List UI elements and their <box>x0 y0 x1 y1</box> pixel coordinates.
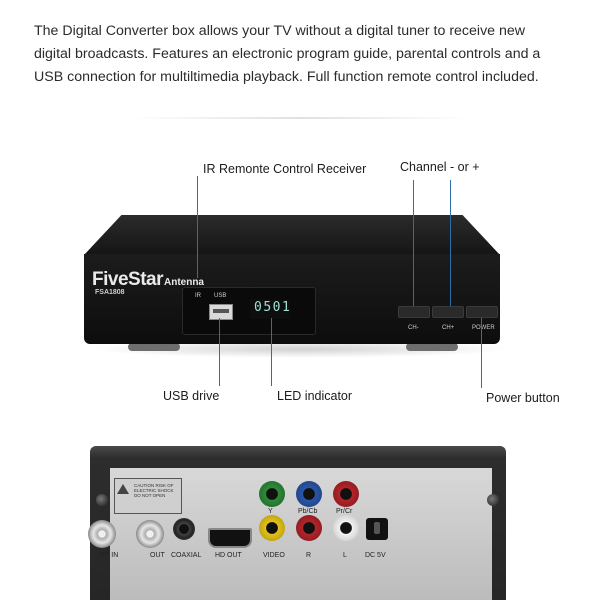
rf-out-jack[interactable] <box>136 520 164 548</box>
usb-label: USB <box>214 293 227 299</box>
power-button-leader <box>481 318 482 388</box>
ir-label: IR <box>195 293 201 299</box>
intro-line-3: USB connection for multiltimedia playbac… <box>34 69 539 85</box>
warning-triangle-icon <box>117 484 129 494</box>
section-divider <box>130 117 470 119</box>
power-label: POWER <box>472 325 495 331</box>
led-digits: 0501 <box>254 300 292 315</box>
pb-cb-label: Pb/Cb <box>298 508 318 515</box>
box-top-surface <box>84 215 500 255</box>
front-display-panel <box>182 287 316 335</box>
left-foot <box>128 343 180 351</box>
ch-minus-button[interactable] <box>398 306 430 318</box>
r-label: R <box>306 552 312 559</box>
dc-power-jack[interactable] <box>366 518 388 540</box>
dc-5v-label: DC 5V <box>365 552 386 559</box>
power-button[interactable] <box>466 306 498 318</box>
right-screw-icon <box>487 494 499 506</box>
ir-receiver-callout: IR Remonte Control Receiver <box>203 162 367 176</box>
ir-receiver-leader <box>197 176 198 278</box>
right-foot <box>406 343 458 351</box>
rf-in-label: RF IN <box>100 552 119 559</box>
channel-plus-leader <box>450 180 451 306</box>
coaxial-label: COAXIAL <box>171 552 202 559</box>
audio-l-jack-white[interactable] <box>333 515 359 541</box>
y-jack-green[interactable] <box>259 481 285 507</box>
power-button-callout: Power button <box>486 391 560 405</box>
l-label: L <box>343 552 347 559</box>
usb-drive-leader <box>219 318 220 386</box>
led-indicator-callout: LED indicator <box>277 389 353 403</box>
hdmi-port[interactable] <box>208 528 252 548</box>
intro-line-1: The Digital Converter box allows your TV… <box>34 23 526 39</box>
out-label: OUT <box>150 552 165 559</box>
video-jack-yellow[interactable] <box>259 515 285 541</box>
coaxial-jack[interactable] <box>173 518 195 540</box>
rf-in-jack[interactable] <box>88 520 116 548</box>
usb-drive-callout: USB drive <box>163 389 220 403</box>
pr-jack-red[interactable] <box>333 481 359 507</box>
front-shadow <box>90 340 510 358</box>
video-label: VIDEO <box>263 552 285 559</box>
pb-jack-blue[interactable] <box>296 481 322 507</box>
ch-plus-button[interactable] <box>432 306 464 318</box>
audio-r-jack-red[interactable] <box>296 515 322 541</box>
brand-logo: FiveStarAntenna <box>92 269 204 290</box>
usb-port[interactable] <box>209 304 233 320</box>
hd-out-label: HD OUT <box>215 552 242 559</box>
ch-minus-label: CH- <box>408 325 419 331</box>
intro-text: The Digital Converter box allows your TV… <box>34 20 574 89</box>
pr-cr-label: Pr/Cr <box>336 508 353 515</box>
y-label: Y <box>268 508 273 515</box>
caution-text: CAUTION RISK OF ELECTRIC SHOCK DO NOT OP… <box>134 483 174 498</box>
left-screw-icon <box>96 494 108 506</box>
channel-minus-leader <box>413 180 414 306</box>
intro-line-2: digital broadcasts. Features an electron… <box>34 46 541 62</box>
led-display <box>250 299 290 319</box>
led-indicator-leader <box>271 318 272 386</box>
channel-callout: Channel - or + <box>400 160 480 174</box>
ch-plus-label: CH+ <box>442 325 455 331</box>
model-number: FSA1808 <box>95 289 125 296</box>
